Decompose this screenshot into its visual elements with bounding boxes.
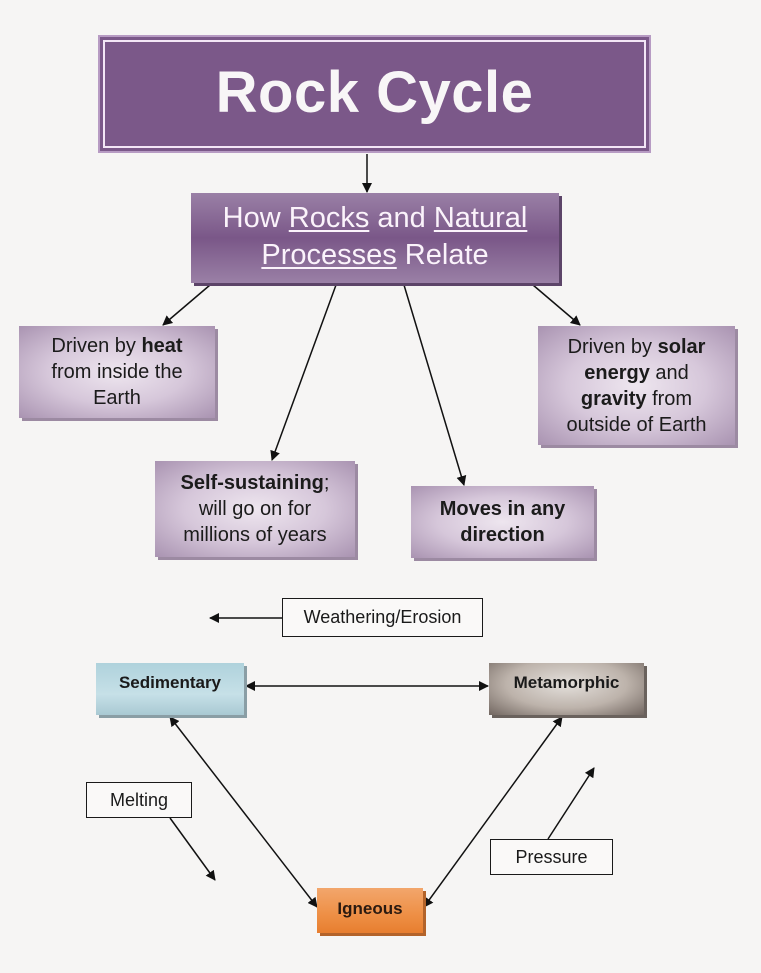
- title-banner: Rock Cycle: [98, 35, 651, 153]
- card-line: Self-sustaining;: [181, 470, 330, 496]
- subtitle-part: How: [222, 202, 289, 234]
- subtitle-part: and: [369, 202, 434, 234]
- label-weathering-erosion: Weathering/Erosion: [282, 598, 483, 637]
- card-text-bold: Moves in any: [439, 498, 566, 520]
- card-text: Driven by: [51, 335, 142, 357]
- card-text-bold: Self-sustaining: [180, 472, 324, 494]
- card-moves: Moves in any direction: [411, 486, 594, 558]
- card-text-bold: heat: [141, 335, 183, 357]
- card-text: from inside the: [51, 361, 183, 383]
- card-text: and: [649, 361, 689, 384]
- card-text-bold: solar: [657, 335, 706, 358]
- subtitle-part: Processes: [261, 239, 397, 271]
- rock-igneous: Igneous: [317, 888, 423, 933]
- label-pressure: Pressure: [490, 839, 613, 875]
- card-line: millions of years: [183, 522, 326, 548]
- card-line: outside of Earth: [566, 412, 706, 438]
- arrow-meta-ign: [423, 716, 563, 908]
- rock-metamorphic: Metamorphic: [489, 663, 644, 715]
- label-melting: Melting: [86, 782, 192, 818]
- arrow-subtitle-to-self: [270, 284, 337, 461]
- arrow-sed-ign: [169, 716, 318, 908]
- arrow-subtitle-to-heat: [162, 284, 211, 326]
- card-text-bold: energy: [584, 361, 650, 384]
- rock-sedimentary: Sedimentary: [96, 663, 244, 715]
- card-text: millions of years: [183, 524, 327, 546]
- card-line: Earth: [93, 385, 141, 411]
- card-line: Driven by solar: [568, 334, 706, 360]
- subtitle-part: Natural: [433, 202, 528, 234]
- card-text-bold: direction: [460, 524, 545, 546]
- card-text: from: [646, 387, 693, 410]
- arrow-subtitle-to-solar: [532, 284, 581, 326]
- arrow-pressure: [547, 767, 595, 840]
- card-line: direction: [460, 522, 544, 548]
- card-text: Driven by: [567, 335, 658, 358]
- card-text: Earth: [93, 387, 141, 409]
- card-line: Driven by heat: [51, 333, 182, 359]
- card-line: energy and: [584, 360, 689, 386]
- arrow-melting: [169, 817, 216, 881]
- card-line: from inside the: [51, 359, 182, 385]
- card-line: will go on for: [199, 496, 311, 522]
- card-text: outside of Earth: [566, 413, 707, 436]
- card-text: ;: [323, 472, 330, 494]
- card-line: Moves in any: [440, 496, 566, 522]
- card-line: gravity from: [581, 386, 692, 412]
- subtitle-part: Relate: [396, 239, 489, 271]
- subtitle-part: Rocks: [288, 202, 370, 234]
- card-text-bold: gravity: [580, 387, 647, 410]
- arrow-subtitle-to-moves: [403, 284, 467, 486]
- card-text: will go on for: [198, 498, 312, 520]
- page-title: Rock Cycle: [215, 60, 534, 125]
